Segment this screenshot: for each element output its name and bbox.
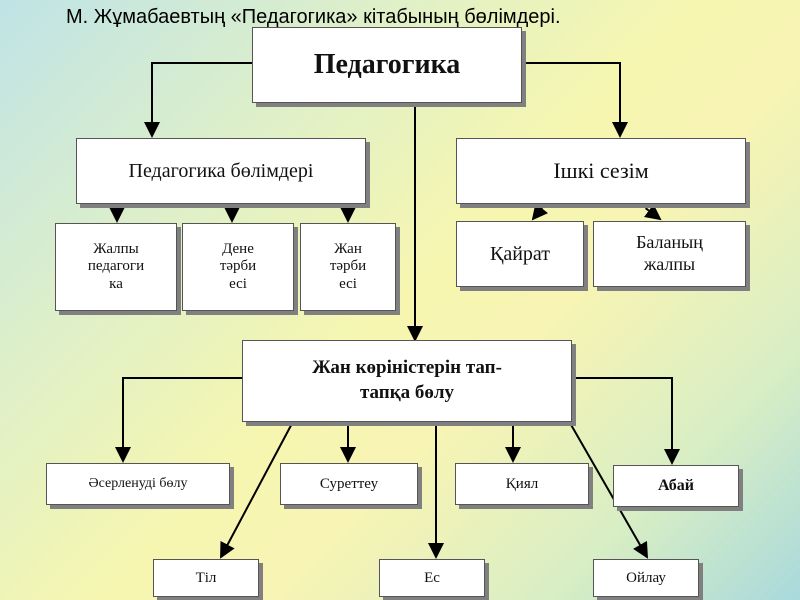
node-soul-division: Жан көріністерін тап- тапқа бөлу [242, 340, 572, 422]
node-courage-label: Қайрат [489, 242, 551, 265]
node-memory: Ес [379, 559, 485, 597]
node-soul-education: Жан тәрби есі [300, 223, 396, 311]
node-imagination-label: Қиял [505, 475, 539, 492]
node-soul-education-label: Жан тәрби есі [329, 241, 367, 292]
connector-root-inner [522, 62, 628, 138]
node-perception: Әсерленуді бөлу [46, 463, 230, 505]
node-abai: Абай [613, 465, 739, 507]
node-pedagogy-sections: Педагогика бөлімдері [76, 138, 366, 204]
node-thinking: Ойлау [593, 559, 699, 597]
connector-division-language [220, 415, 297, 559]
node-pedagogy-label: Педагогика [313, 49, 461, 80]
node-child-general-label: Баланың жалпы [636, 232, 703, 274]
connector-division-perception [115, 377, 242, 463]
node-child-general: Баланың жалпы [593, 221, 746, 287]
connector-inner-child [639, 203, 662, 221]
node-memory-label: Ес [424, 569, 440, 586]
node-depiction-label: Суреттеу [319, 475, 379, 492]
node-soul-division-label: Жан көріністерін тап- тапқа бөлу [312, 357, 502, 403]
connector-inner-courage [531, 203, 548, 221]
connector-division-thinking [565, 415, 648, 559]
slide-title: М. Жұмабаевтың «Педагогика» кітабының бө… [66, 6, 561, 28]
node-abai-label: Абай [658, 477, 694, 494]
node-general-pedagogy: Жалпы педагоги ка [55, 223, 177, 311]
connector-division-abai [572, 377, 680, 465]
node-language: Тіл [153, 559, 259, 597]
node-inner-feeling: Ішкі сезім [456, 138, 746, 204]
node-language-label: Тіл [195, 569, 217, 586]
node-thinking-label: Ойлау [626, 569, 666, 586]
node-courage: Қайрат [456, 221, 584, 287]
node-depiction: Суреттеу [280, 463, 418, 505]
node-inner-feeling-label: Ішкі сезім [553, 158, 649, 183]
connector-root-sections [144, 62, 252, 138]
node-pedagogy: Педагогика [252, 27, 522, 103]
node-pedagogy-sections-label: Педагогика бөлімдері [128, 159, 314, 182]
node-perception-label: Әсерленуді бөлу [88, 476, 188, 491]
node-imagination: Қиял [455, 463, 589, 505]
node-general-pedagogy-label: Жалпы педагоги ка [87, 241, 145, 292]
node-physical-education-label: Дене тәрби есі [219, 241, 257, 292]
node-physical-education: Дене тәрби есі [182, 223, 294, 311]
